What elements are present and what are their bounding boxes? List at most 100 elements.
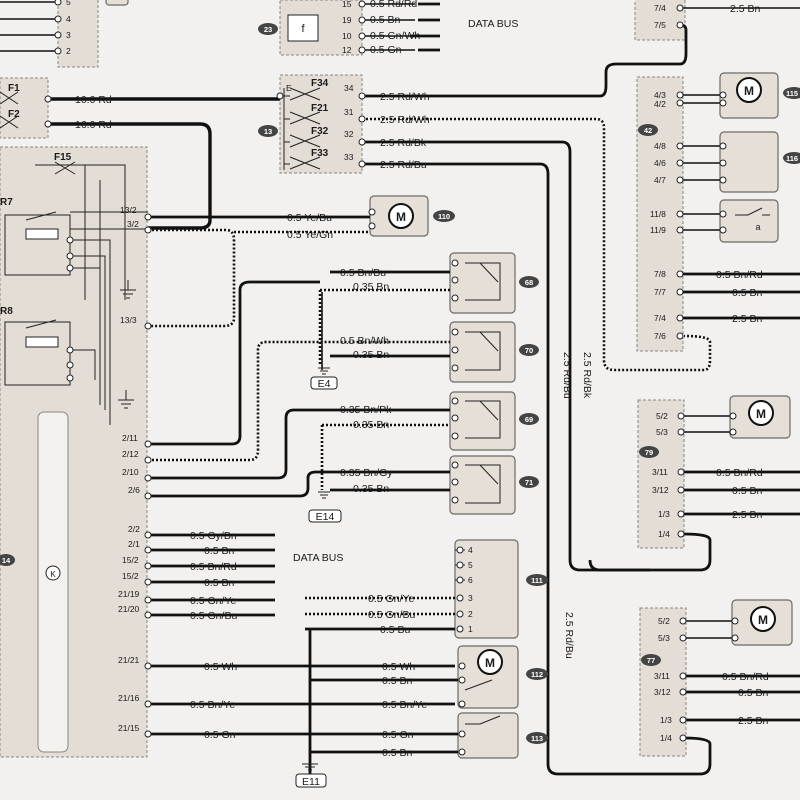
pin-label: 4/8 [654,141,666,151]
switch-a-label: a [755,222,760,232]
wire-label: 0.5 Bn/Wh [340,335,389,347]
pin-label: 2/12 [122,449,139,459]
motors: M M M M M [388,77,776,675]
pin-label: 2 [468,609,473,619]
wire-label: 2.5 Bn [732,313,763,325]
pin-label: 10 [342,31,352,41]
wire-label: 2.5 Rd/Wh [380,91,430,103]
wire-label: 0.5 Gy/Bn [190,530,237,542]
pin-label: 5/3 [658,633,670,643]
pin-label: 1/3 [660,715,672,725]
wire-label: 2.5 Bn [732,509,763,521]
pin-label: 34 [344,83,354,93]
wire-label: 0.5 Ye/Gn [287,229,333,241]
pin-label: 21/21 [118,655,140,665]
box-77 [639,607,687,757]
wire-label: 0.5 Wh [204,661,237,673]
wire-label: 0.5 Gn/Ye [368,593,414,605]
motor-label: M [756,407,766,421]
pin-label: 11/9 [650,225,666,235]
pin-labels-111: 4 5 6 3 2 1 [468,545,473,634]
badge-69: 69 [525,415,533,424]
wire-label: 0.5 Bn [732,485,763,497]
wire-label: 0.5 Gn/Bu [368,609,415,621]
motor-label: M [744,84,754,98]
component-badges: 23 13 110 68 70 69 71 111 112 113 14 42 … [0,23,800,744]
motor-79-icon [748,400,774,426]
connector-pins [44,0,739,756]
pin-label: 2 [66,46,71,56]
ground-labels: E4 E14 E11 [295,376,342,788]
pin-labels-right: 7/4 7/5 4/3 4/2 4/8 4/6 4/7 11/8 11/9 7/… [650,3,672,743]
box-13 [279,74,363,174]
fuse-label-f15: F15 [54,152,72,163]
wire-labels: 0.5 Rd/Rd 0.5 Bn 0.5 Gn/Wh 0.5 Gn DATA B… [75,0,769,759]
wire-label: 0.5 Gn [382,729,414,741]
badge-113: 113 [531,734,543,743]
ground-label-e4: E4 [318,378,331,390]
pin-label: 4/6 [654,158,666,168]
pin-label: 1/3 [658,509,670,519]
box-top-right [634,0,686,41]
box-42 [636,76,684,352]
k-column [37,411,69,753]
relay-coils [25,211,59,348]
wire-label: 0.5 Bn [732,287,763,299]
wire-label: 0.35 Bn [353,281,389,293]
fuse-label-f34: F34 [311,78,329,89]
badge-top-left [105,0,129,6]
wire-label: 16.0 Rd [75,119,112,131]
motor-77-icon [750,606,776,632]
pin-labels-23-13: 15 19 10 12 E 34 31 32 33 [286,0,354,162]
wire-label: 0.5 Bn [204,545,235,557]
pin-label: 21/16 [118,693,140,703]
box-116 [719,131,779,193]
k-icon [45,565,61,581]
pin-label: 11/8 [650,209,666,219]
pin-label: 4/7 [654,175,666,185]
pin-label: 19 [342,15,352,25]
box-top-left [57,0,99,68]
wire-label: 0.5 Bn [738,687,769,699]
wire-label: 0.5 Gn/Wh [370,30,420,42]
wire-label: 0.35 Bn [353,349,389,361]
pin-label: 15 [342,0,352,9]
pin-label: 4/3 [654,90,666,100]
fuse-symbols [0,87,321,175]
pin-label: E [286,83,292,93]
pin-label: 7/7 [654,287,666,297]
pin-label: 3/12 [652,485,669,495]
wire-label: 0.5 Bu [380,624,411,636]
pin-label: 7/4 [654,3,666,13]
relay-coil-r7 [25,228,59,240]
wire-label: 0.35 Bn [353,419,389,431]
box-23-inner [287,14,319,42]
box-switch-a [719,199,779,243]
data-bus-label: DATA BUS [293,552,343,564]
box-68 [449,252,516,314]
box-69 [449,391,516,451]
wire-label: 0.5 Bn [370,14,401,26]
pin-label: 5/3 [656,427,668,437]
box-112 [457,645,519,709]
wire-label: 0.5 Bn/Rd [190,561,237,573]
fuse-label-f2: F2 [8,109,20,120]
pin-label: 2/6 [128,485,140,495]
box-71 [449,455,516,515]
badge-112: 112 [531,670,543,679]
wire-label: 0.5 Bn/Bu [340,267,386,279]
pin-label: 32 [344,129,354,139]
wire-label: 0.5 Bn/Rd [716,467,763,479]
pin-label: 4/2 [654,99,666,109]
pin-label: 1/4 [658,529,670,539]
wire-label: 0.35 Bn [353,483,389,495]
pin-label: 1 [468,624,473,634]
wire-label: 0.5 Bn [382,675,413,687]
ground-label-e11: E11 [302,776,320,788]
motor-label: M [396,210,406,224]
wire-label: 0.5 Bn/Ye [382,699,427,711]
wire-label: 2.5 Rd/Bu [380,159,427,171]
pin-label: 3/2 [127,219,139,229]
pin-label: 1/4 [660,733,672,743]
